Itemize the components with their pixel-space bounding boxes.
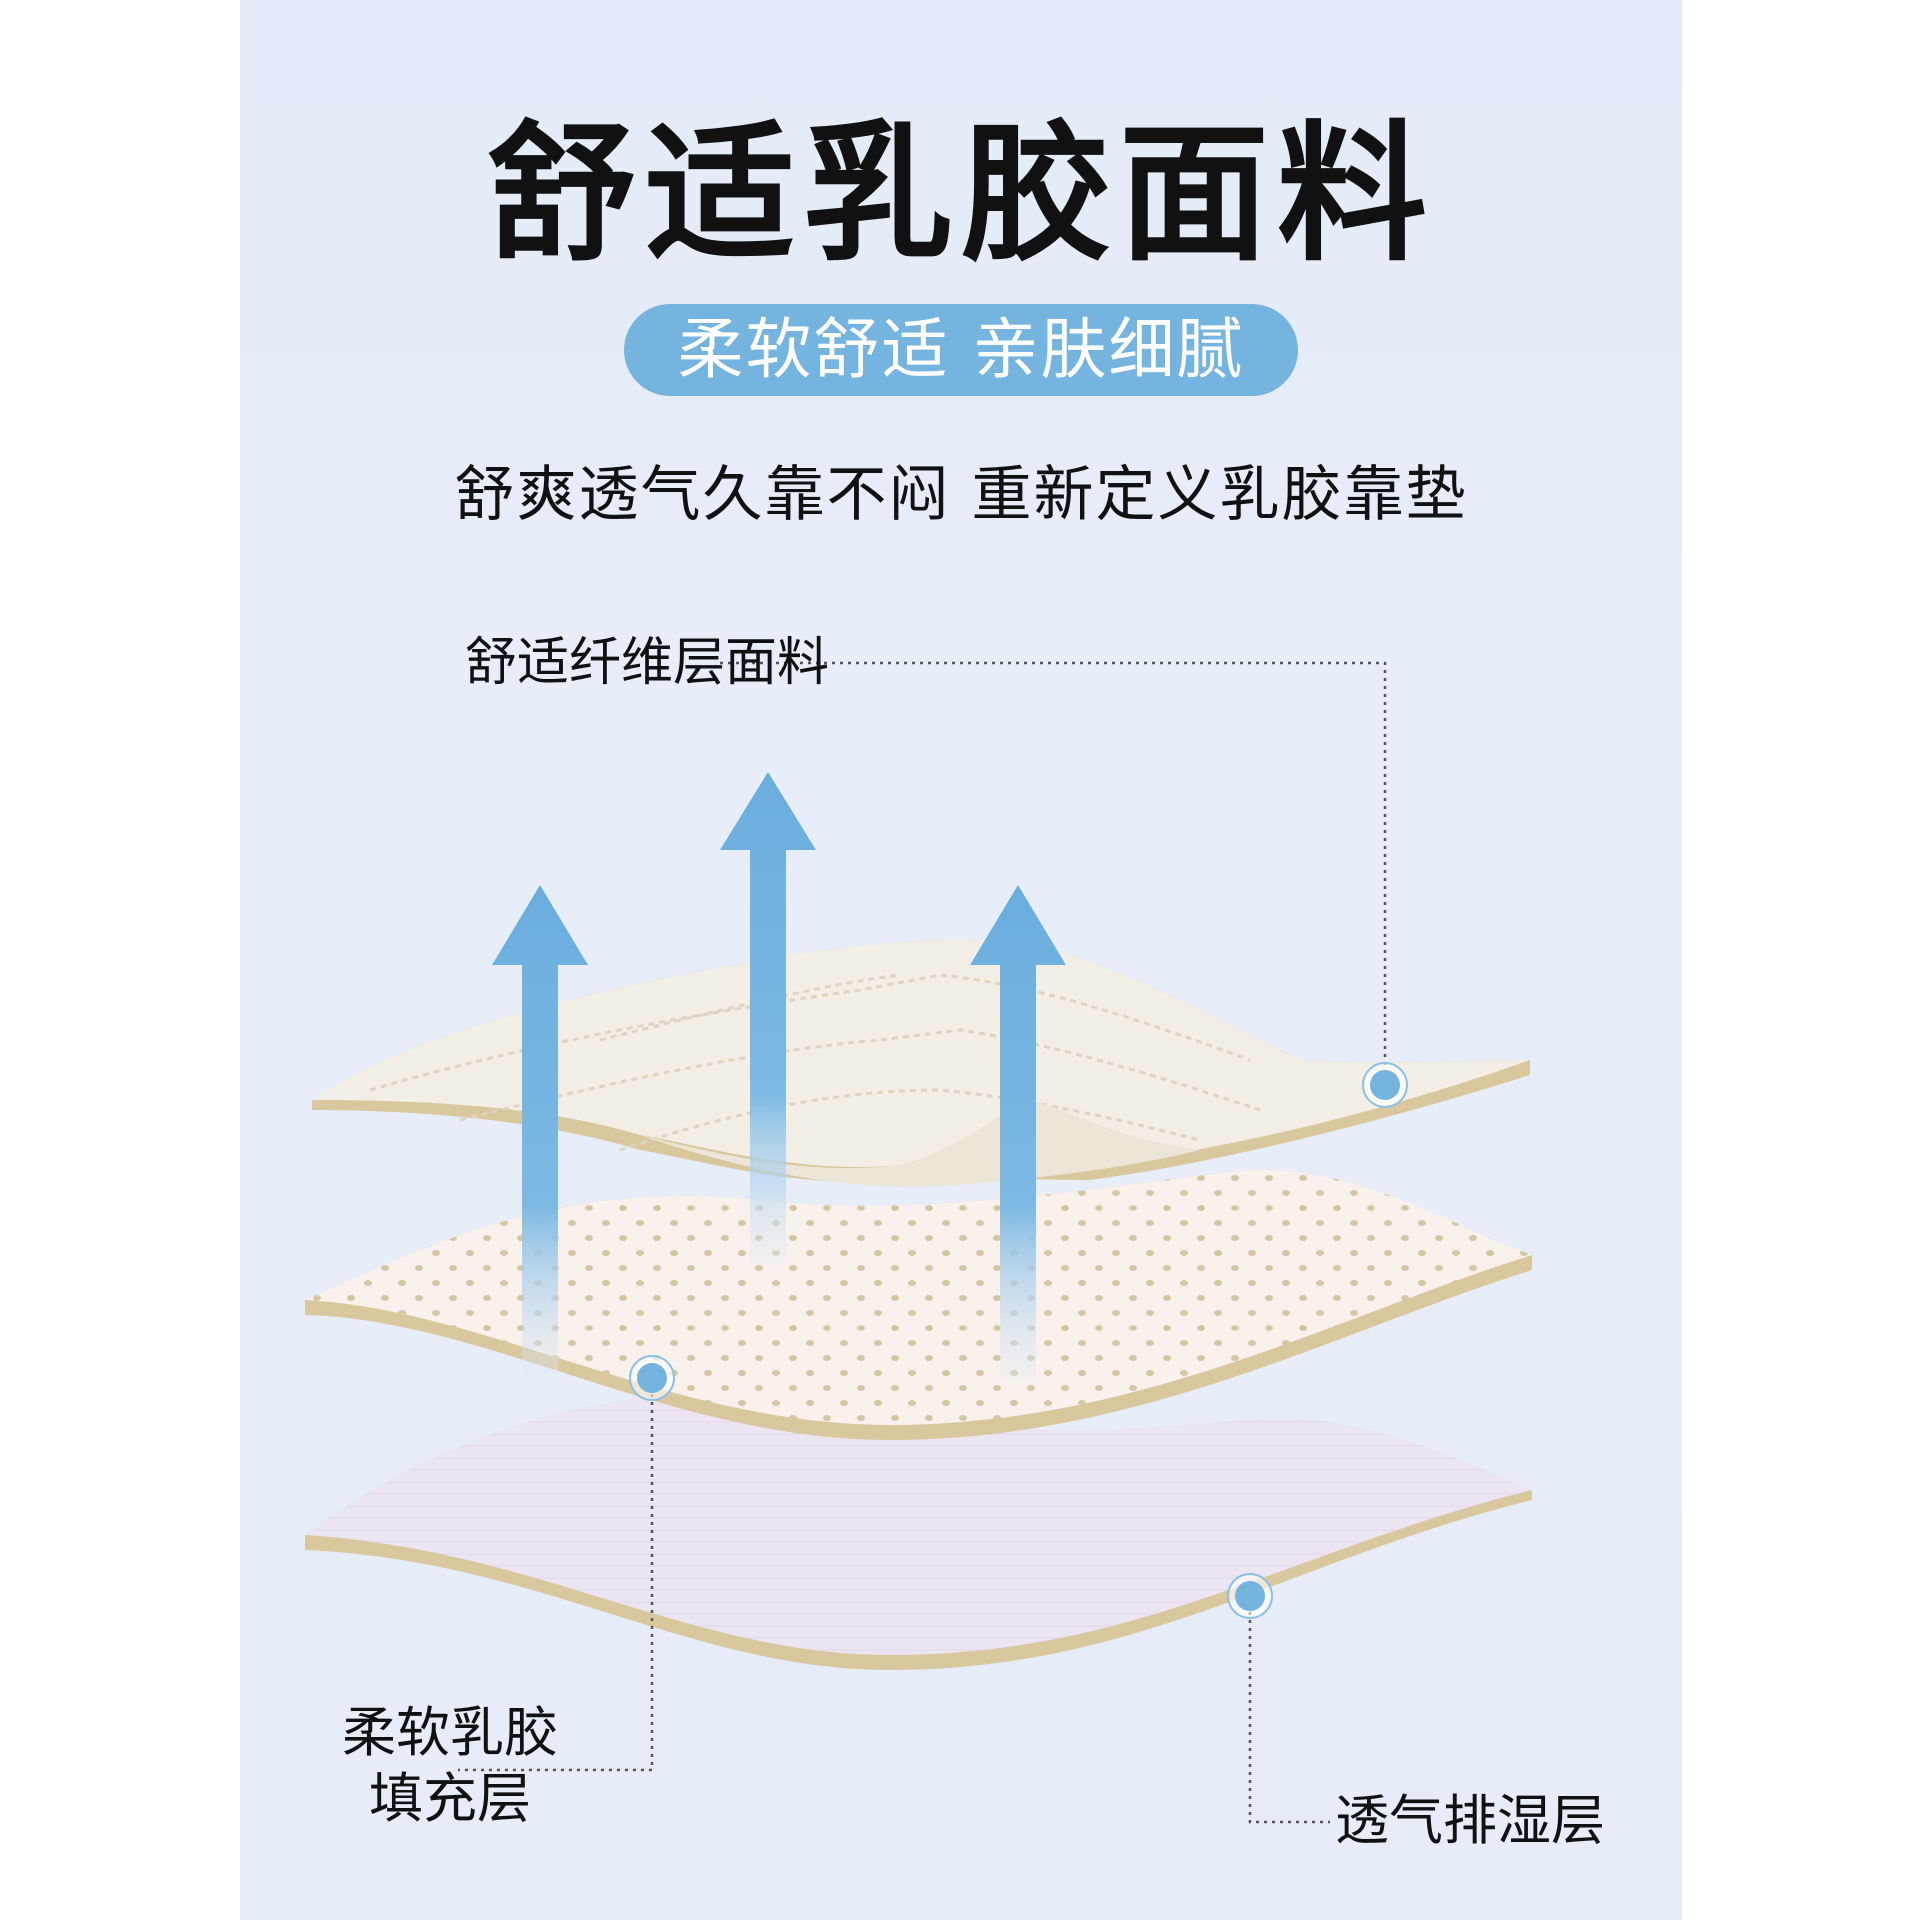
tagline: 舒爽透气久靠不闷 重新定义乳胶靠垫 — [454, 460, 1468, 530]
arrow-up-icon — [720, 772, 816, 1265]
airflow-arrows — [492, 772, 1066, 1380]
layers-illustration — [305, 661, 1532, 1824]
subtitle-pill: 柔软舒适 亲肤细腻 — [624, 304, 1298, 396]
latex-layer-label-line1: 柔软乳胶 — [342, 1701, 558, 1764]
breathable-layer — [305, 1391, 1532, 1670]
breathable-layer-label: 透气排湿层 — [1335, 1789, 1605, 1852]
latex-layer-label: 柔软乳胶 填充层 — [335, 1700, 565, 1832]
arrow-up-icon — [492, 885, 588, 1380]
product-panel: 舒适乳胶面料 柔软舒适 亲肤细腻 舒爽透气久靠不闷 重新定义乳胶靠垫 — [240, 0, 1682, 1920]
latex-layer-label-line2: 填充层 — [369, 1767, 531, 1830]
dot-marker-icon — [1362, 1062, 1408, 1108]
page-title: 舒适乳胶面料 — [486, 108, 1435, 282]
latex-layer — [305, 1169, 1532, 1440]
fiber-layer-label: 舒适纤维层面料 — [465, 633, 830, 693]
leader-lines — [458, 661, 1387, 1824]
arrow-up-icon — [970, 885, 1066, 1380]
dot-marker-icon — [629, 1355, 675, 1401]
fiber-layer — [312, 940, 1530, 1188]
dot-marker-icon — [1227, 1573, 1273, 1619]
